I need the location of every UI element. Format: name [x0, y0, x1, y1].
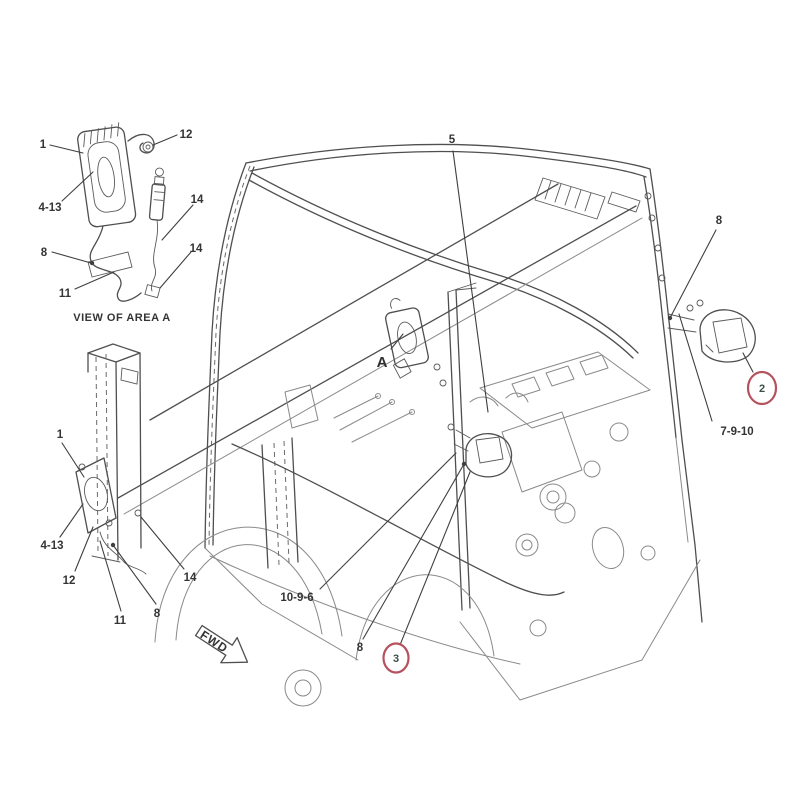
callout-detail-11: 11 — [59, 288, 72, 300]
fwd-direction-arrow: FWD — [194, 624, 249, 664]
callout-detail-4-13: 4-13 — [38, 202, 61, 214]
callout-1-left: 1 — [57, 429, 64, 441]
leader-4-13-left — [59, 503, 84, 538]
highlight-circle-2 — [746, 370, 778, 406]
callout-detail-14a: 14 — [191, 194, 204, 206]
callout-3-circled: 3 — [382, 642, 410, 674]
leader-detail-4-13 — [61, 171, 94, 202]
cab-frame-lines — [87, 143, 703, 707]
leader-detail-12 — [152, 134, 178, 146]
detail-view-area-a — [77, 122, 166, 302]
leader-8-left — [112, 544, 157, 605]
detail-view-caption: VIEW OF AREA A — [73, 312, 170, 324]
area-a-marker: A — [377, 354, 388, 371]
left-lamp-assembly — [75, 457, 147, 575]
leader-5 — [452, 150, 489, 413]
leader-detail-8 — [51, 251, 92, 264]
callout-8-left: 8 — [154, 608, 161, 620]
leader-3 — [399, 471, 471, 646]
leader-detail-1 — [49, 144, 84, 154]
fwd-label: FWD — [198, 628, 231, 656]
callout-8-top-right: 8 — [716, 215, 723, 227]
leader-lines — [49, 134, 754, 646]
callout-detail-8: 8 — [41, 247, 48, 259]
callout-detail-1: 1 — [40, 139, 47, 151]
bolt-12-detail — [142, 141, 154, 153]
leader-10-9-6 — [319, 452, 457, 590]
leader-12-left — [74, 526, 94, 572]
plug-connector-14 — [148, 167, 166, 221]
highlight-circle-3 — [382, 642, 410, 674]
svg-text:2: 2 — [759, 383, 765, 395]
callout-11-left: 11 — [114, 615, 127, 627]
callout-7-9-10: 7-9-10 — [720, 426, 753, 438]
callout-detail-14b: 14 — [190, 243, 203, 255]
leader-detail-14b — [159, 251, 192, 289]
leader-8-top-right — [669, 229, 717, 319]
leader-14-left — [140, 516, 185, 570]
right-lamp — [667, 299, 756, 363]
callout-14-left: 14 — [184, 572, 197, 584]
callout-8-bottom: 8 — [357, 642, 364, 654]
callout-5: 5 — [449, 134, 456, 146]
callout-2-circled: 2 — [746, 370, 778, 406]
leader-2 — [742, 352, 754, 373]
leader-7-9-10 — [678, 313, 713, 422]
callout-4-13-left: 4-13 — [40, 540, 63, 552]
leader-8-bottom — [362, 463, 465, 640]
center-lamp — [447, 423, 513, 478]
callout-detail-12: 12 — [180, 129, 193, 141]
leader-a-marker — [390, 333, 404, 350]
callout-12-left: 12 — [63, 575, 76, 587]
leader-11-left — [99, 540, 122, 612]
leader-1-left — [61, 442, 85, 478]
leader-detail-11 — [74, 271, 115, 290]
bracket-11-detail — [87, 251, 133, 278]
area-a-lamp-bracket — [384, 298, 429, 379]
svg-text:3: 3 — [393, 653, 399, 665]
leader-detail-14a — [161, 204, 194, 241]
callout-10-9-6: 10-9-6 — [280, 592, 313, 604]
